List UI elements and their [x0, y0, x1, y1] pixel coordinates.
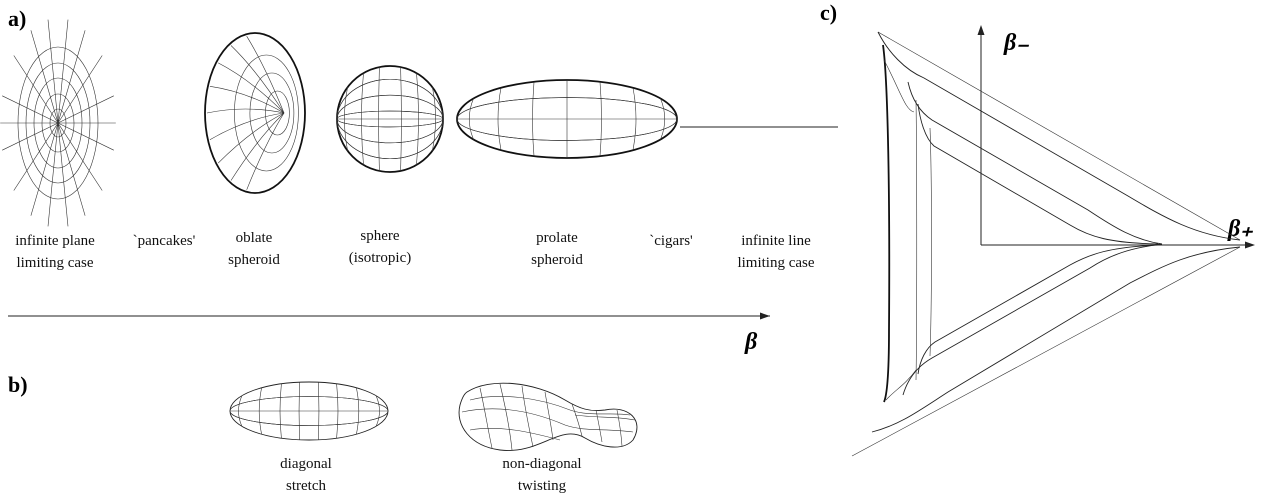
plane-ray: [30, 122, 59, 216]
plane-ray: [2, 122, 59, 151]
panel-a-label: a): [8, 6, 26, 31]
diagonal-stretch-shape: [229, 381, 389, 441]
panel-c-label: c): [820, 0, 837, 25]
twist-gridline: [574, 414, 636, 421]
caption-infinite-line-1: infinite line: [741, 233, 811, 249]
stretch-meridian: [356, 387, 360, 435]
caption-infinite-line-2: limiting case: [737, 255, 814, 271]
sphere-meridian: [432, 87, 436, 151]
plane-ray: [57, 122, 69, 227]
oblate-meridian: [230, 45, 285, 114]
caption-cigars: `cigars': [649, 233, 693, 249]
sphere-meridian: [416, 73, 419, 165]
caption-pancakes: `pancakes': [133, 233, 196, 249]
sphere-meridian: [378, 67, 380, 171]
twist-gridline: [595, 409, 603, 443]
caption-oblate-2: spheroid: [228, 252, 280, 268]
beta-axis-label: β: [744, 329, 758, 355]
stretch-meridian: [279, 383, 282, 439]
oblate-meridian: [246, 36, 285, 114]
panel-b-label: b): [8, 372, 28, 397]
stretch-meridian: [238, 395, 243, 427]
caption-twisting-2: twisting: [518, 478, 567, 494]
plane-ray: [13, 122, 59, 191]
twist-gridline: [499, 383, 513, 451]
potential-contours: [851, 31, 1241, 457]
prolate-meridian: [497, 87, 502, 151]
oblate-meridian: [246, 112, 285, 190]
sphere-meridian: [361, 73, 364, 165]
prolate-meridian: [468, 98, 474, 140]
oblate-ring: [249, 72, 295, 154]
plane-ray: [47, 122, 59, 227]
plane-ray: [13, 55, 59, 124]
prolate-meridian: [632, 87, 637, 151]
sphere-meridian: [400, 67, 402, 171]
stretch-parallel: [229, 396, 389, 426]
twist-gridline: [544, 391, 554, 441]
panel-b-captions: diagonal stretch non-diagonal twisting: [280, 456, 581, 494]
infinite-plane-shape: [0, 19, 116, 227]
twist-gridline: [469, 428, 561, 441]
oblate-ring: [234, 54, 299, 172]
twist-gridline: [461, 408, 634, 433]
non-diagonal-twisting-shape: [458, 382, 638, 451]
twist-gridline: [521, 385, 534, 448]
prolate-meridian: [532, 81, 535, 157]
prolate-meridian: [660, 98, 666, 140]
stretch-meridian: [258, 387, 262, 435]
caption-prolate-1: prolate: [536, 230, 578, 246]
prolate-spheroid-shape: [456, 79, 678, 159]
plane-ray: [57, 30, 86, 124]
plane-ray: [2, 95, 59, 124]
caption-sphere-2: (isotropic): [349, 250, 411, 266]
twist-gridline: [469, 396, 631, 416]
plane-ray: [57, 122, 114, 151]
oblate-meridian: [230, 112, 285, 181]
plane-ray: [30, 30, 59, 124]
twist-gridline: [479, 387, 493, 449]
sphere-meridian: [344, 87, 348, 151]
panel-a-captions: infinite plane limiting case `pancakes' …: [15, 228, 815, 271]
beta-plane-axes: β₋ β₊: [977, 25, 1255, 249]
caption-infinite-plane-2: limiting case: [16, 255, 93, 271]
beta-axis: β: [8, 312, 770, 355]
prolate-meridian: [599, 81, 602, 157]
oblate-meridian: [209, 112, 285, 140]
plane-ray: [57, 55, 103, 124]
plane-ray: [57, 122, 86, 216]
oblate-ring: [265, 90, 290, 136]
sphere-shape: [336, 65, 444, 173]
stretch-meridian: [375, 395, 380, 427]
twist-gridline: [616, 409, 623, 447]
plane-ray: [57, 19, 69, 124]
caption-infinite-plane-1: infinite plane: [15, 233, 95, 249]
stretch-meridian: [336, 383, 339, 439]
plane-ray: [57, 122, 103, 191]
twist-gridline: [571, 403, 583, 437]
plane-ray: [47, 19, 59, 124]
caption-prolate-2: spheroid: [531, 252, 583, 268]
oblate-spheroid-shape: [204, 32, 306, 194]
caption-oblate-1: oblate: [236, 230, 273, 246]
oblate-meridian: [209, 86, 285, 114]
caption-sphere-1: sphere: [360, 228, 399, 244]
caption-twisting-1: non-diagonal: [502, 456, 581, 472]
beta-minus-label: β₋: [1003, 30, 1029, 56]
beta-plus-label: β₊: [1227, 216, 1253, 242]
oblate-meridian: [218, 62, 285, 114]
plane-ray: [57, 95, 114, 124]
caption-diagonal-1: diagonal: [280, 456, 332, 472]
oblate-meridian: [217, 112, 285, 164]
oblate-meridian: [206, 108, 285, 114]
caption-diagonal-2: stretch: [286, 478, 326, 494]
